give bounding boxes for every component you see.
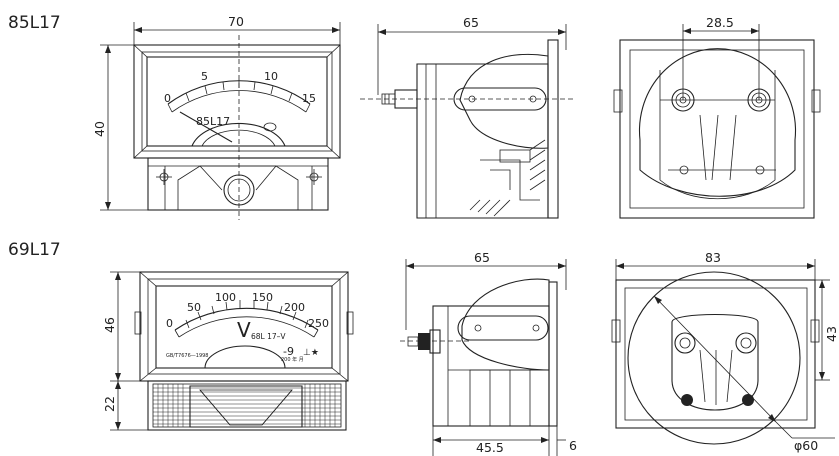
dim-side-depth-bottom: 65 <box>474 250 490 265</box>
dim-side-depth-top: 65 <box>463 15 479 30</box>
rear-view-top: 28.5 <box>613 15 821 219</box>
dim-front-height-top: 40 <box>92 121 107 137</box>
scale-tick-100-bottom: 100 <box>215 291 236 304</box>
dim-base-height-bottom: 22 <box>102 396 117 412</box>
scale-tick-50-bottom: 50 <box>187 301 201 314</box>
face-label-top: 85L17 <box>196 115 230 128</box>
dim-front-width-top: 70 <box>228 14 244 29</box>
scale-tick-0-bottom: 0 <box>166 317 173 330</box>
class-sub: 200 年 月 <box>281 356 304 363</box>
dim-cutout-diameter: φ60 <box>794 438 818 453</box>
side-view-bottom: 65 45.5 6 <box>400 250 577 456</box>
model-label-bottom: 69L17 <box>8 240 61 260</box>
dim-side-depth-lower: 45.5 <box>476 440 504 455</box>
dim-side-flange: 6 <box>569 438 577 453</box>
dim-front-height-bottom: 46 <box>102 317 117 333</box>
class-mark: -9 <box>283 345 294 358</box>
dim-rear-height-bottom: 43 <box>824 326 839 342</box>
standard-label: GB/T7676—1998 <box>166 353 209 359</box>
dim-rear-spacing-top: 28.5 <box>706 15 734 30</box>
dim-rear-width-bottom: 83 <box>705 250 721 265</box>
scale-tick-15-top: 15 <box>302 92 316 105</box>
scale-tick-5-top: 5 <box>201 70 208 83</box>
scale-tick-250-bottom: 250 <box>308 317 329 330</box>
scale-tick-0-top: 0 <box>164 92 171 105</box>
scale-tick-200-bottom: 200 <box>284 301 305 314</box>
front-view-bottom: 46 22 0 5 <box>102 271 354 431</box>
model-label-top: 85L17 <box>8 13 61 33</box>
scale-tick-10-top: 10 <box>264 70 278 83</box>
scale-tick-150-bottom: 150 <box>252 291 273 304</box>
front-view-top: 70 40 0 5 10 15 <box>92 14 341 220</box>
unit-symbol: V <box>237 318 251 342</box>
rear-view-bottom: 83 43 φ60 <box>611 250 839 453</box>
star-mark: ⊥★ <box>303 348 319 358</box>
face-label-bottom: 68L 17–V <box>251 332 286 341</box>
side-view-top: 65 <box>360 15 575 219</box>
